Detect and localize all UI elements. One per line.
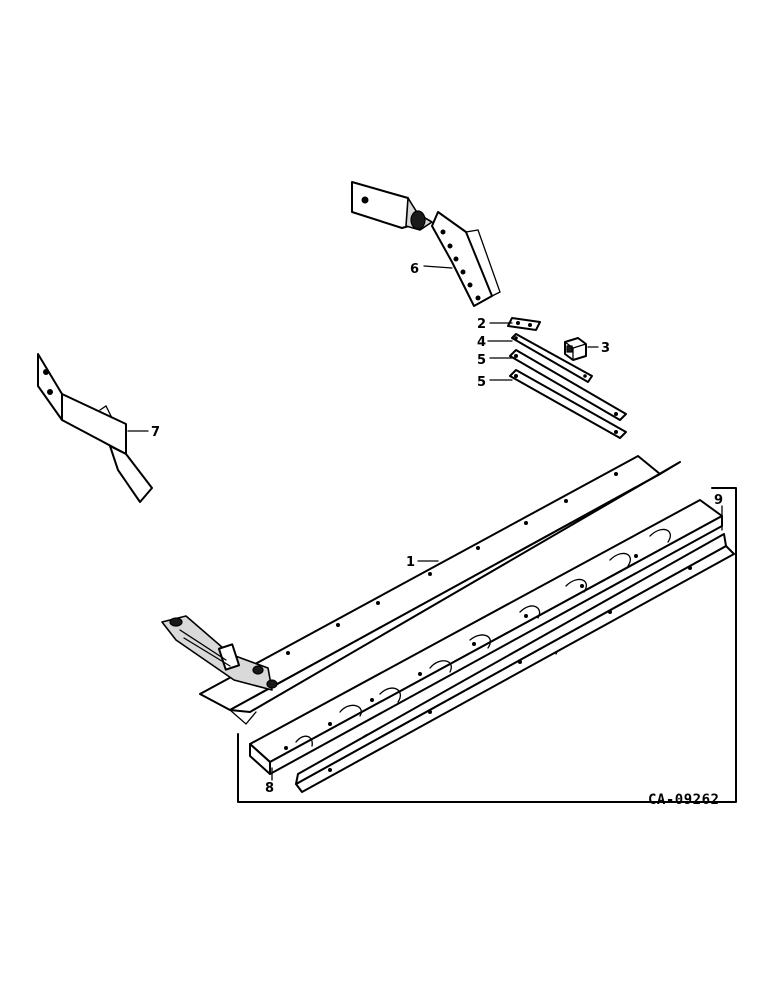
part-4-strap <box>511 333 593 383</box>
part-1-angle-bar <box>199 455 681 725</box>
part-5-strap-lower <box>509 369 627 439</box>
callout-1: 1 <box>406 555 415 570</box>
callout-8: 8 <box>265 781 274 796</box>
callout-4: 4 <box>477 335 486 350</box>
callout-6: 7 <box>151 425 160 440</box>
drawing-code: CA-09262 <box>648 792 719 808</box>
part-6-bracket <box>37 353 153 503</box>
part-2-plate <box>507 317 541 331</box>
part-5-strap-upper <box>509 349 627 421</box>
callout-7: 6 <box>410 262 419 277</box>
leader-lines <box>127 265 723 781</box>
part-3-block <box>564 337 587 361</box>
callout-9: 9 <box>714 493 723 508</box>
group-bracket <box>237 487 737 803</box>
callout-5-lower: 5 <box>477 375 486 390</box>
callout-2: 2 <box>477 317 486 332</box>
part-7-bracket <box>351 181 501 307</box>
part-9-angle-strip <box>295 533 735 793</box>
part-1-clamp-assembly <box>161 615 278 691</box>
callout-3: 3 <box>601 341 610 356</box>
callout-5-upper: 5 <box>477 353 486 368</box>
